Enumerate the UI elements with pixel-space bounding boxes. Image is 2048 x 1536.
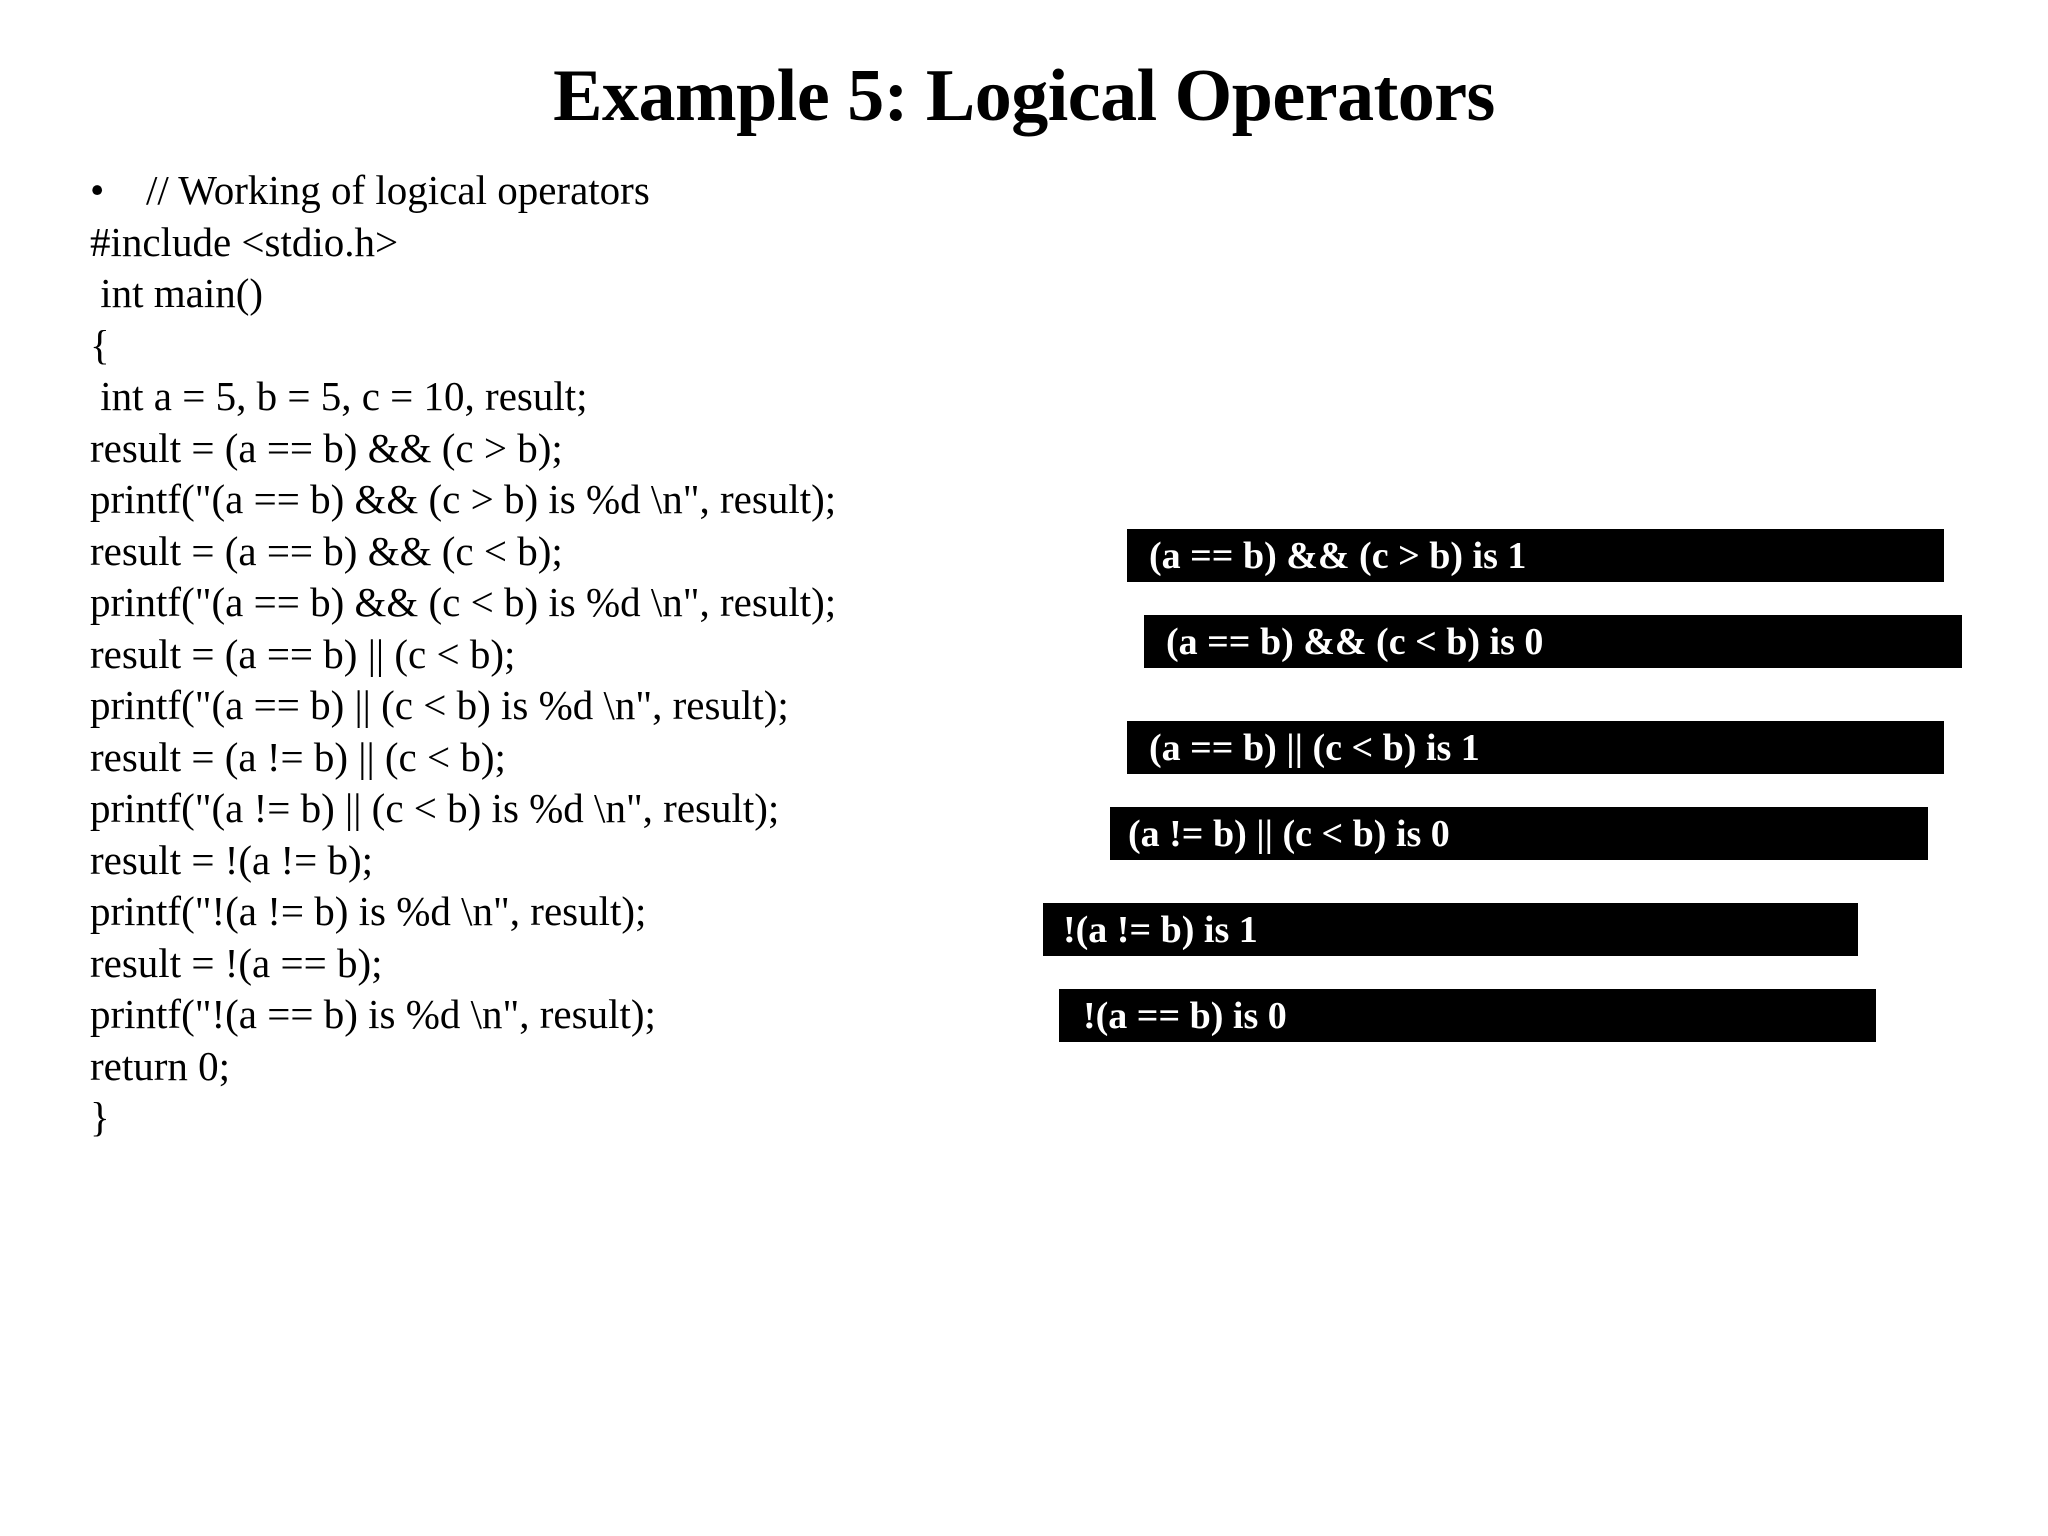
- code-line: • // Working of logical operators: [90, 165, 930, 217]
- code-line: printf("(a == b) && (c > b) is %d \n", r…: [90, 476, 837, 522]
- output-text: (a == b) && (c > b) is 1: [1149, 534, 1527, 577]
- output-text: (a == b) || (c < b) is 1: [1149, 726, 1480, 769]
- code-line: result = (a == b) || (c < b);: [90, 630, 516, 677]
- output-box: (a != b) || (c < b) is 0: [1110, 807, 1928, 860]
- code-line: printf("(a == b) && (c < b) is %d \n", r…: [90, 579, 837, 625]
- code-listing: • // Working of logical operators #include…: [90, 165, 930, 1144]
- code-line: int a = 5, b = 5, c = 10, result;: [90, 373, 588, 419]
- code-line: return 0;: [90, 1042, 231, 1089]
- code-line: int main(): [90, 270, 264, 316]
- code-line: result = (a != b) || (c < b);: [90, 733, 506, 780]
- output-text: !(a == b) is 0: [1083, 994, 1287, 1037]
- output-text: (a != b) || (c < b) is 0: [1128, 812, 1450, 855]
- code-line: printf("!(a != b) is %d \n", result);: [90, 888, 647, 934]
- code-line: printf("!(a == b) is %d \n", result);: [90, 991, 656, 1037]
- code-line: {: [90, 321, 110, 368]
- code-line: result = (a == b) && (c < b);: [90, 527, 563, 574]
- code-line: printf("(a == b) || (c < b) is %d \n", r…: [90, 682, 789, 728]
- code-line-text: // Working of logical operators: [146, 167, 650, 213]
- code-line: }: [90, 1094, 110, 1140]
- code-line: printf("(a != b) || (c < b) is %d \n", r…: [90, 785, 780, 831]
- output-text: (a == b) && (c < b) is 0: [1166, 620, 1544, 663]
- code-line: result = (a == b) && (c > b);: [90, 424, 563, 471]
- output-box: !(a == b) is 0: [1059, 989, 1876, 1042]
- output-box: !(a != b) is 1: [1043, 903, 1858, 956]
- output-box: (a == b) || (c < b) is 1: [1127, 721, 1944, 774]
- bullet-icon: •: [90, 167, 105, 213]
- code-line: result = !(a == b);: [90, 939, 383, 986]
- page-title: Example 5: Logical Operators: [553, 54, 1495, 137]
- output-box: (a == b) && (c > b) is 1: [1127, 529, 1944, 582]
- code-line: result = !(a != b);: [90, 836, 374, 883]
- code-line: #include <stdio.h>: [90, 218, 399, 265]
- output-box: (a == b) && (c < b) is 0: [1144, 615, 1962, 668]
- output-text: !(a != b) is 1: [1063, 908, 1258, 951]
